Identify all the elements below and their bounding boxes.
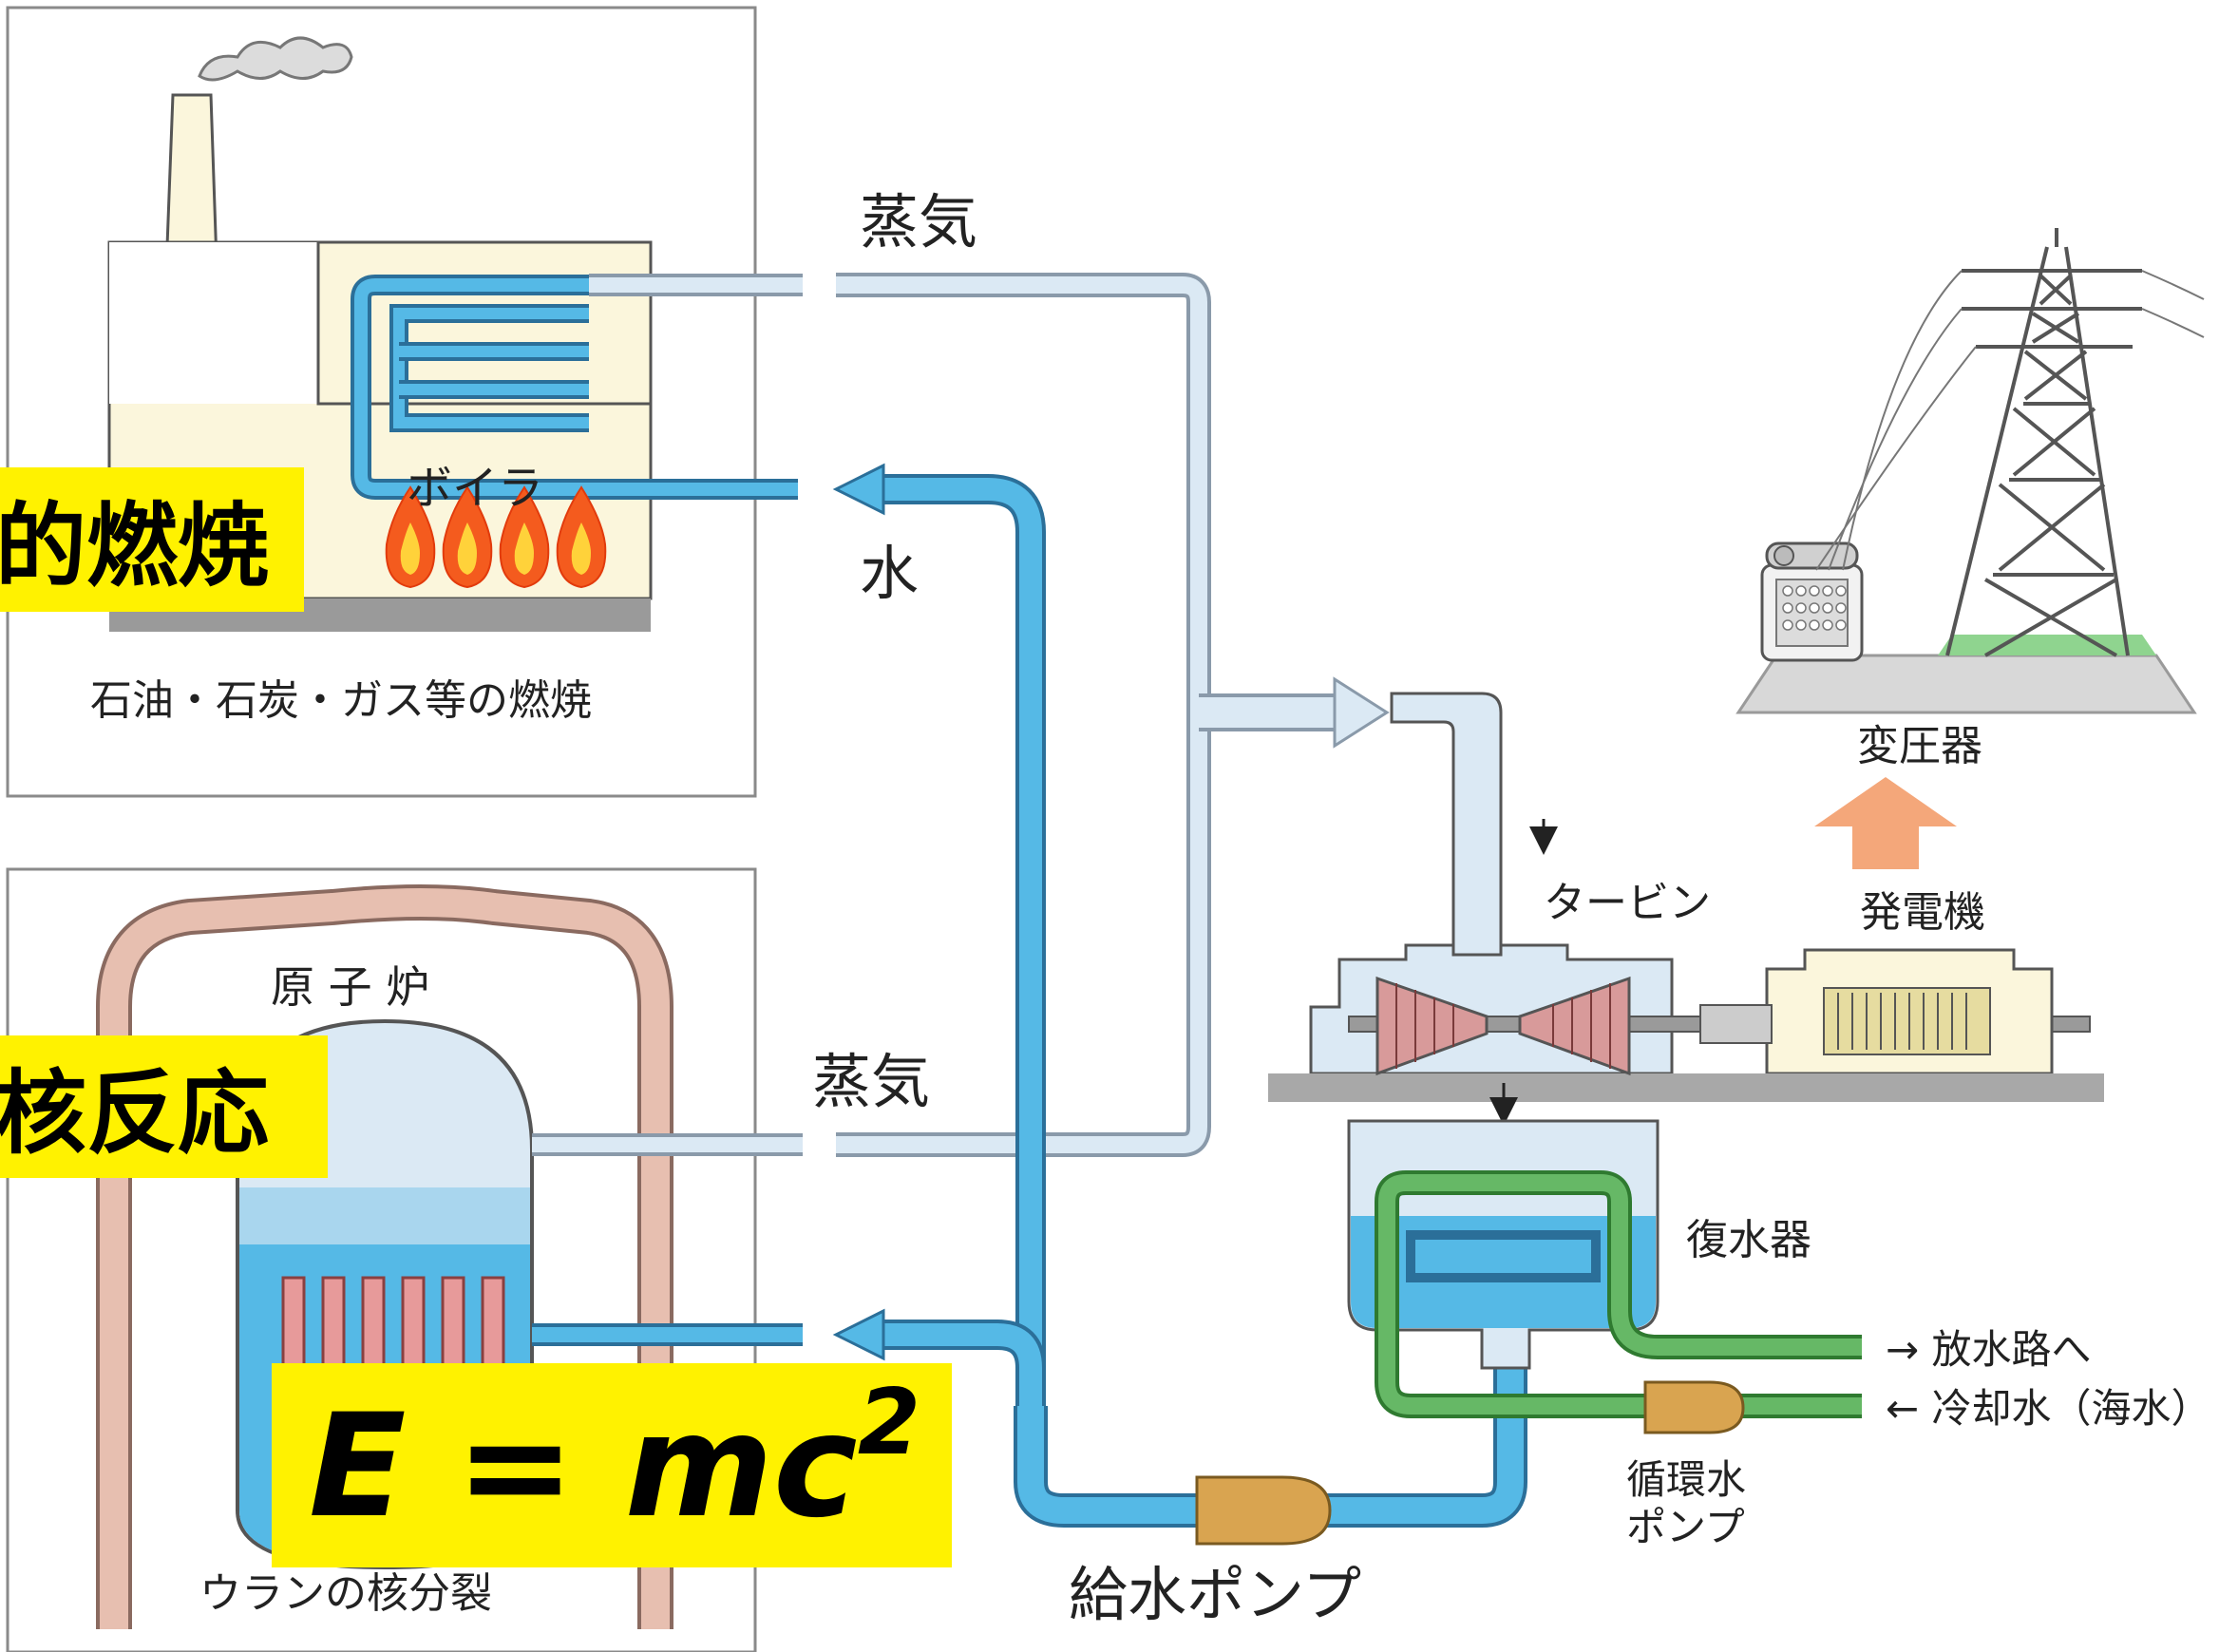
nuclear-caption: ウランの核分裂: [199, 1569, 492, 1618]
generator-label: 発電機: [1860, 888, 1985, 937]
circ-pump-label-1: 循環水: [1626, 1456, 1746, 1503]
water-label: 水: [860, 539, 919, 608]
thermal-caption: 石油・石炭・ガス等の燃焼: [90, 676, 592, 725]
outlet-label: → 放水路へ: [1886, 1326, 2092, 1373]
formula-text: E = mc2: [309, 1371, 920, 1549]
transmission-tower-icon: [1945, 228, 2142, 657]
transformer-station: [1735, 228, 2205, 714]
generator-to-transformer-arrow: [1814, 777, 1957, 869]
generator: [1686, 948, 2104, 1102]
steam-label-top: 蒸気: [860, 187, 977, 256]
inlet-label: ← 冷却水（海水）: [1886, 1385, 2211, 1432]
feed-pump-label: 給水ポンプ: [1069, 1560, 1361, 1629]
circ-pump-label-2: ポンプ: [1626, 1504, 1745, 1550]
turbine-condenser: [1268, 692, 2091, 1434]
water-arrow-bottom: [832, 1308, 885, 1361]
condenser-label: 復水器: [1686, 1216, 1811, 1264]
turbine-label: タービン: [1544, 879, 1711, 927]
thermal-plant-panel: ボイラ 石油・石炭・ガス等の燃焼: [6, 6, 803, 798]
steam-pipes: [836, 273, 1390, 1157]
boiler-label: ボイラ: [407, 462, 543, 515]
steam-arrow: [1333, 676, 1390, 749]
thermal-highlight-text: 的燃焼: [0, 493, 269, 599]
pump-icon: [1643, 1380, 1745, 1434]
boiler-tubes: [351, 275, 798, 500]
feedwater-pipes: [832, 463, 1527, 1528]
transformer-icon: [1760, 541, 1864, 662]
steam-label-bottom: 蒸気: [812, 1047, 930, 1116]
flames: [385, 485, 607, 589]
nuclear-highlight: 核反応: [0, 1035, 328, 1178]
chimney-smoke-icon: [198, 36, 353, 82]
formula-highlight: E = mc2: [272, 1363, 952, 1567]
turbine-rotor: [1375, 976, 1489, 1076]
thermal-highlight: 的燃焼: [0, 467, 304, 612]
water-arrow-top: [832, 463, 885, 516]
reactor-label: 原 子 炉: [271, 961, 429, 1013]
transformer-label: 変圧器: [1857, 722, 1982, 770]
nuclear-highlight-text: 核反応: [0, 1060, 269, 1167]
pump-icon: [1195, 1475, 1332, 1546]
